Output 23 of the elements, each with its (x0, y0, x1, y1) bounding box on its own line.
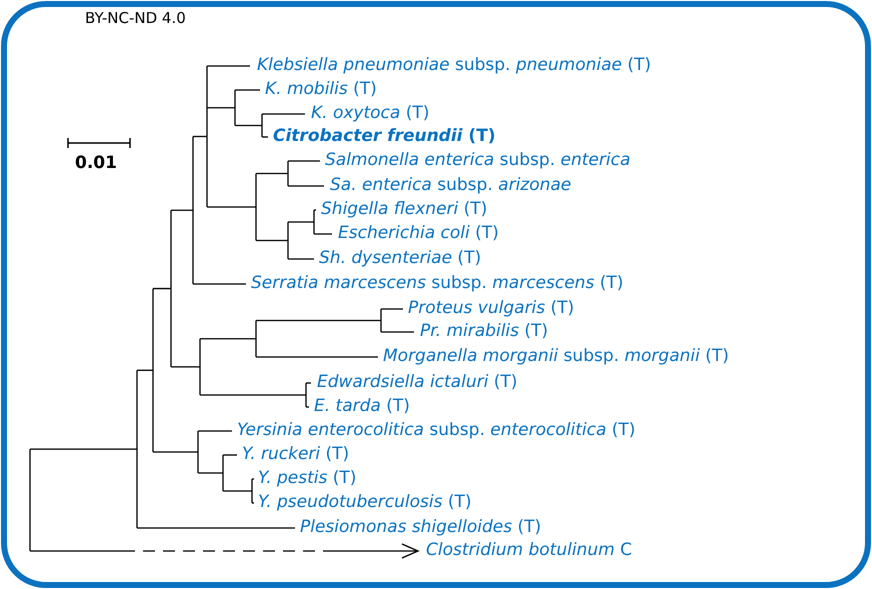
taxon-name: K. oxytoca (T) (311, 103, 430, 124)
taxon-name: Klebsiella pneumoniae subsp. pneumoniae (T) (257, 55, 652, 76)
taxon-name: Morganella morganii subsp. morganii (T) (383, 346, 729, 366)
taxon-name: Clostridium botulinum C (426, 540, 632, 560)
taxon-name: Pr. mirabilis (T) (420, 321, 548, 342)
taxon-name: Y. ruckeri (T) (242, 444, 350, 464)
taxon-name: K. mobilis (T) (265, 79, 377, 100)
taxon-name: Yersinia enterocolitica subsp. enterocolitica (T) (237, 420, 636, 440)
taxon-name: Citrobacter freundii (T) (273, 126, 496, 146)
scale-value: 0.01 (75, 153, 117, 174)
taxon-name: Shigella flexneri (T) (321, 199, 488, 220)
taxon-name: Y. pestis (T) (258, 468, 356, 488)
taxon-name: Edwardsiella ictaluri (T) (317, 372, 518, 392)
taxon-name: Salmonella enterica subsp. enterica (325, 150, 630, 170)
taxon-name: Sh. dysenteriae (T) (319, 248, 482, 268)
license-text: BY-NC-ND 4.0 (85, 9, 186, 27)
taxon-name: Proteus vulgaris (T) (408, 298, 574, 318)
taxon-name: E. tarda (T) (314, 396, 410, 416)
taxon-name: Escherichia coli (T) (338, 223, 499, 244)
taxon-name: Sa. enterica subsp. arizonae (330, 175, 572, 196)
taxon-name: Plesiomonas shigelloides (T) (300, 517, 542, 538)
taxon-name: Y. pseudotuberculosis (T) (258, 492, 472, 512)
taxon-name: Serratia marcescens subsp. marcescens (T) (251, 273, 624, 294)
